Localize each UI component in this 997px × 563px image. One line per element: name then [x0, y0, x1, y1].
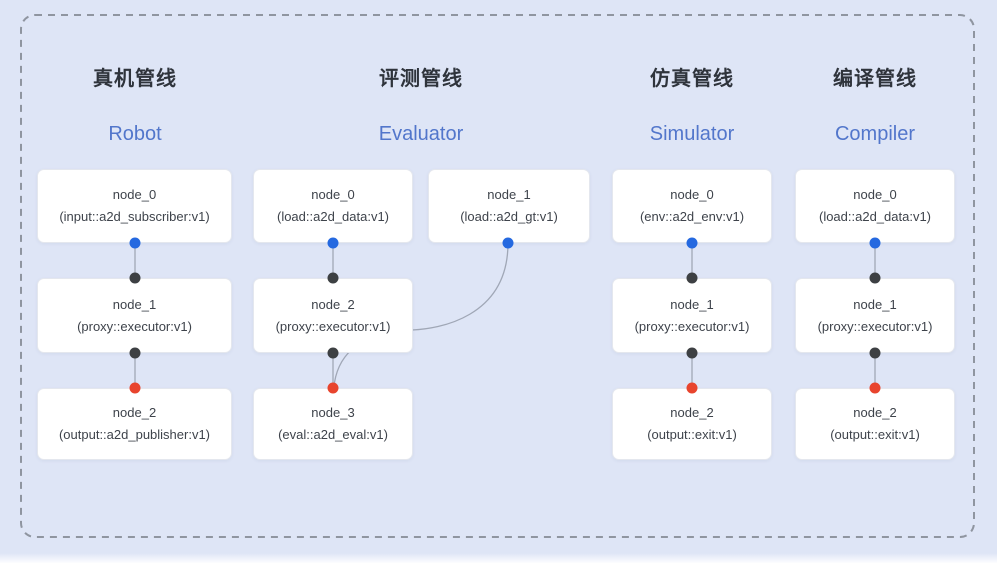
edge-evaluator-1-3-curve	[333, 242, 509, 387]
input-port-dot	[129, 272, 141, 284]
node-box-compiler-node-0: node_0 (load::a2d_data:v1)	[795, 169, 955, 243]
node-box-evaluator-node-2: node_2 (proxy::executor:v1)	[253, 278, 413, 353]
node-type: (load::a2d_data:v1)	[276, 209, 390, 224]
pipeline-title-en-simulator: Simulator	[649, 123, 735, 145]
input-port-dot	[327, 382, 339, 394]
pipeline-title-zh-robot: 真机管线	[93, 68, 177, 90]
node-type: (output::exit:v1)	[647, 427, 737, 442]
node-name: node_3	[311, 405, 355, 421]
node-box-simulator-node-2: node_2 (output::exit:v1)	[612, 388, 772, 460]
node-type: (proxy::executor:v1)	[634, 318, 750, 334]
node-type: (output::a2d_publisher:v1)	[58, 427, 211, 442]
node-type: (env::a2d_env:v1)	[639, 209, 745, 224]
node-name: node_1	[670, 296, 714, 312]
node-box-compiler-node-1: node_1 (proxy::executor:v1)	[795, 278, 955, 353]
node-name: node_1	[487, 187, 531, 203]
pipeline-title-en-compiler: Compiler	[834, 123, 916, 145]
output-port-dot	[502, 237, 514, 249]
node-type: (proxy::executor:v1)	[817, 318, 933, 334]
node-name: node_2	[670, 405, 714, 421]
pipeline-title-zh-simulator: 仿真管线	[650, 68, 734, 90]
node-name: node_0	[853, 187, 897, 203]
dashed-border	[20, 14, 975, 538]
output-port-dot	[327, 237, 339, 249]
node-type: (proxy::executor:v1)	[77, 318, 192, 334]
pipeline-title-zh-compiler: 编译管线	[833, 68, 917, 90]
node-box-evaluator-node-3: node_3 (eval::a2d_eval:v1)	[253, 388, 413, 460]
output-port-dot	[686, 347, 698, 359]
output-port-dot	[686, 237, 698, 249]
node-type: (output::exit:v1)	[830, 427, 920, 442]
input-port-dot	[129, 382, 141, 394]
input-port-dot	[327, 272, 339, 284]
node-name: node_2	[311, 296, 355, 312]
node-name: node_2	[112, 405, 157, 421]
input-port-dot	[686, 382, 698, 394]
node-type: (proxy::executor:v1)	[275, 318, 391, 334]
node-name: node_1	[853, 296, 897, 312]
node-box-robot-node-0: node_0 (input::a2d_subscriber:v1)	[37, 169, 232, 243]
output-port-dot	[129, 347, 141, 359]
node-type: (load::a2d_data:v1)	[818, 209, 932, 224]
node-name: node_2	[853, 405, 897, 421]
output-port-dot	[129, 237, 141, 249]
node-type: (input::a2d_subscriber:v1)	[59, 209, 210, 224]
output-port-dot	[869, 237, 881, 249]
node-box-evaluator-node-1: node_1 (load::a2d_gt:v1)	[428, 169, 590, 243]
node-box-simulator-node-0: node_0 (env::a2d_env:v1)	[612, 169, 772, 243]
input-port-dot	[869, 272, 881, 284]
output-port-dot	[327, 347, 339, 359]
pipeline-title-zh-evaluator: 评测管线	[379, 68, 463, 90]
node-name: node_1	[112, 296, 157, 312]
input-port-dot	[869, 382, 881, 394]
pipeline-title-en-robot: Robot	[108, 123, 162, 145]
node-type: (eval::a2d_eval:v1)	[278, 427, 388, 442]
input-port-dot	[686, 272, 698, 284]
pipeline-title-en-evaluator: Evaluator	[378, 123, 464, 145]
node-box-robot-node-2: node_2 (output::a2d_publisher:v1)	[37, 388, 232, 460]
node-name: node_0	[670, 187, 714, 203]
node-name: node_0	[112, 187, 157, 203]
node-name: node_0	[311, 187, 355, 203]
node-box-compiler-node-2: node_2 (output::exit:v1)	[795, 388, 955, 460]
node-type: (load::a2d_gt:v1)	[460, 209, 558, 224]
node-box-robot-node-1: node_1 (proxy::executor:v1)	[37, 278, 232, 353]
node-box-simulator-node-1: node_1 (proxy::executor:v1)	[612, 278, 772, 353]
node-box-evaluator-node-0: node_0 (load::a2d_data:v1)	[253, 169, 413, 243]
output-port-dot	[869, 347, 881, 359]
